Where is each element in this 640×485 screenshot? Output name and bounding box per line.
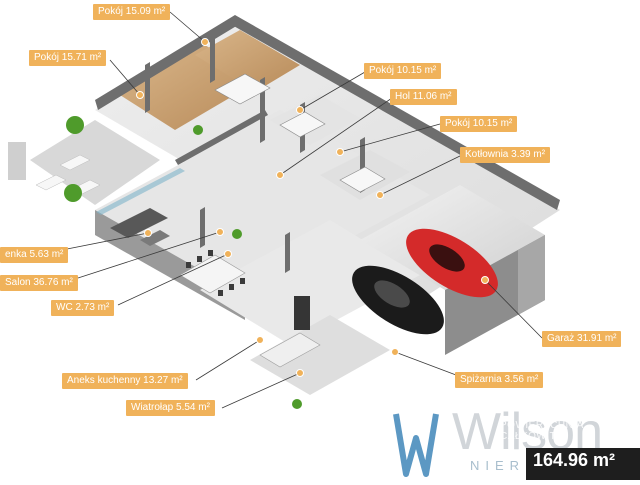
room-label-pokoj-15-71: Pokój 15.71 m² xyxy=(29,50,107,66)
room-label-kotlownia: Kotłownia 3.39 m² xyxy=(460,147,551,163)
sofa xyxy=(110,208,170,246)
entrance-floor xyxy=(250,315,390,395)
kitchen-island xyxy=(259,296,321,368)
beds xyxy=(214,73,386,193)
total-area-caption: POWIERZCHNIA CAŁKOWITA xyxy=(500,420,584,442)
red-car xyxy=(406,228,498,298)
total-area-box xyxy=(526,448,640,480)
terrace-pillar xyxy=(8,142,26,180)
living-slab xyxy=(95,110,430,295)
terrace xyxy=(30,120,160,205)
black-car xyxy=(352,265,444,335)
leader-lines xyxy=(61,11,543,409)
room-label-aneks-kuchenny: Aneks kuchenny 13.27 m² xyxy=(62,373,188,389)
room-markers xyxy=(136,38,489,377)
room-label-pokoj-10-15-a: Pokój 10.15 m² xyxy=(364,63,442,79)
room-label-garaz: Garaż 31.91 m² xyxy=(542,331,622,347)
plants xyxy=(64,116,302,409)
bedroom-floor-b xyxy=(195,30,300,92)
total-area-value: 164.96 m² xyxy=(533,450,616,470)
room-label-hol: Hol 11.06 m² xyxy=(390,89,457,105)
room-label-lazienka: enka 5.63 m² xyxy=(0,247,69,263)
room-label-wc: WC 2.73 m² xyxy=(51,300,115,316)
room-label-pokoj-15-09: Pokój 15.09 m² xyxy=(93,4,171,20)
garage-door xyxy=(518,235,545,315)
wilson-logo-icon xyxy=(393,413,439,477)
room-label-salon: Salon 36.76 m² xyxy=(0,275,78,291)
glass-wall xyxy=(96,168,185,215)
kitchen-floor xyxy=(200,220,420,345)
room-label-wiatrolap: Wiatrołap 5.54 m² xyxy=(126,400,215,416)
room-label-spizarnia: Spiżarnia 3.56 m² xyxy=(455,372,544,388)
dining-table xyxy=(179,250,246,296)
room-label-pokoj-10-15-b: Pokój 10.15 m² xyxy=(440,116,518,132)
